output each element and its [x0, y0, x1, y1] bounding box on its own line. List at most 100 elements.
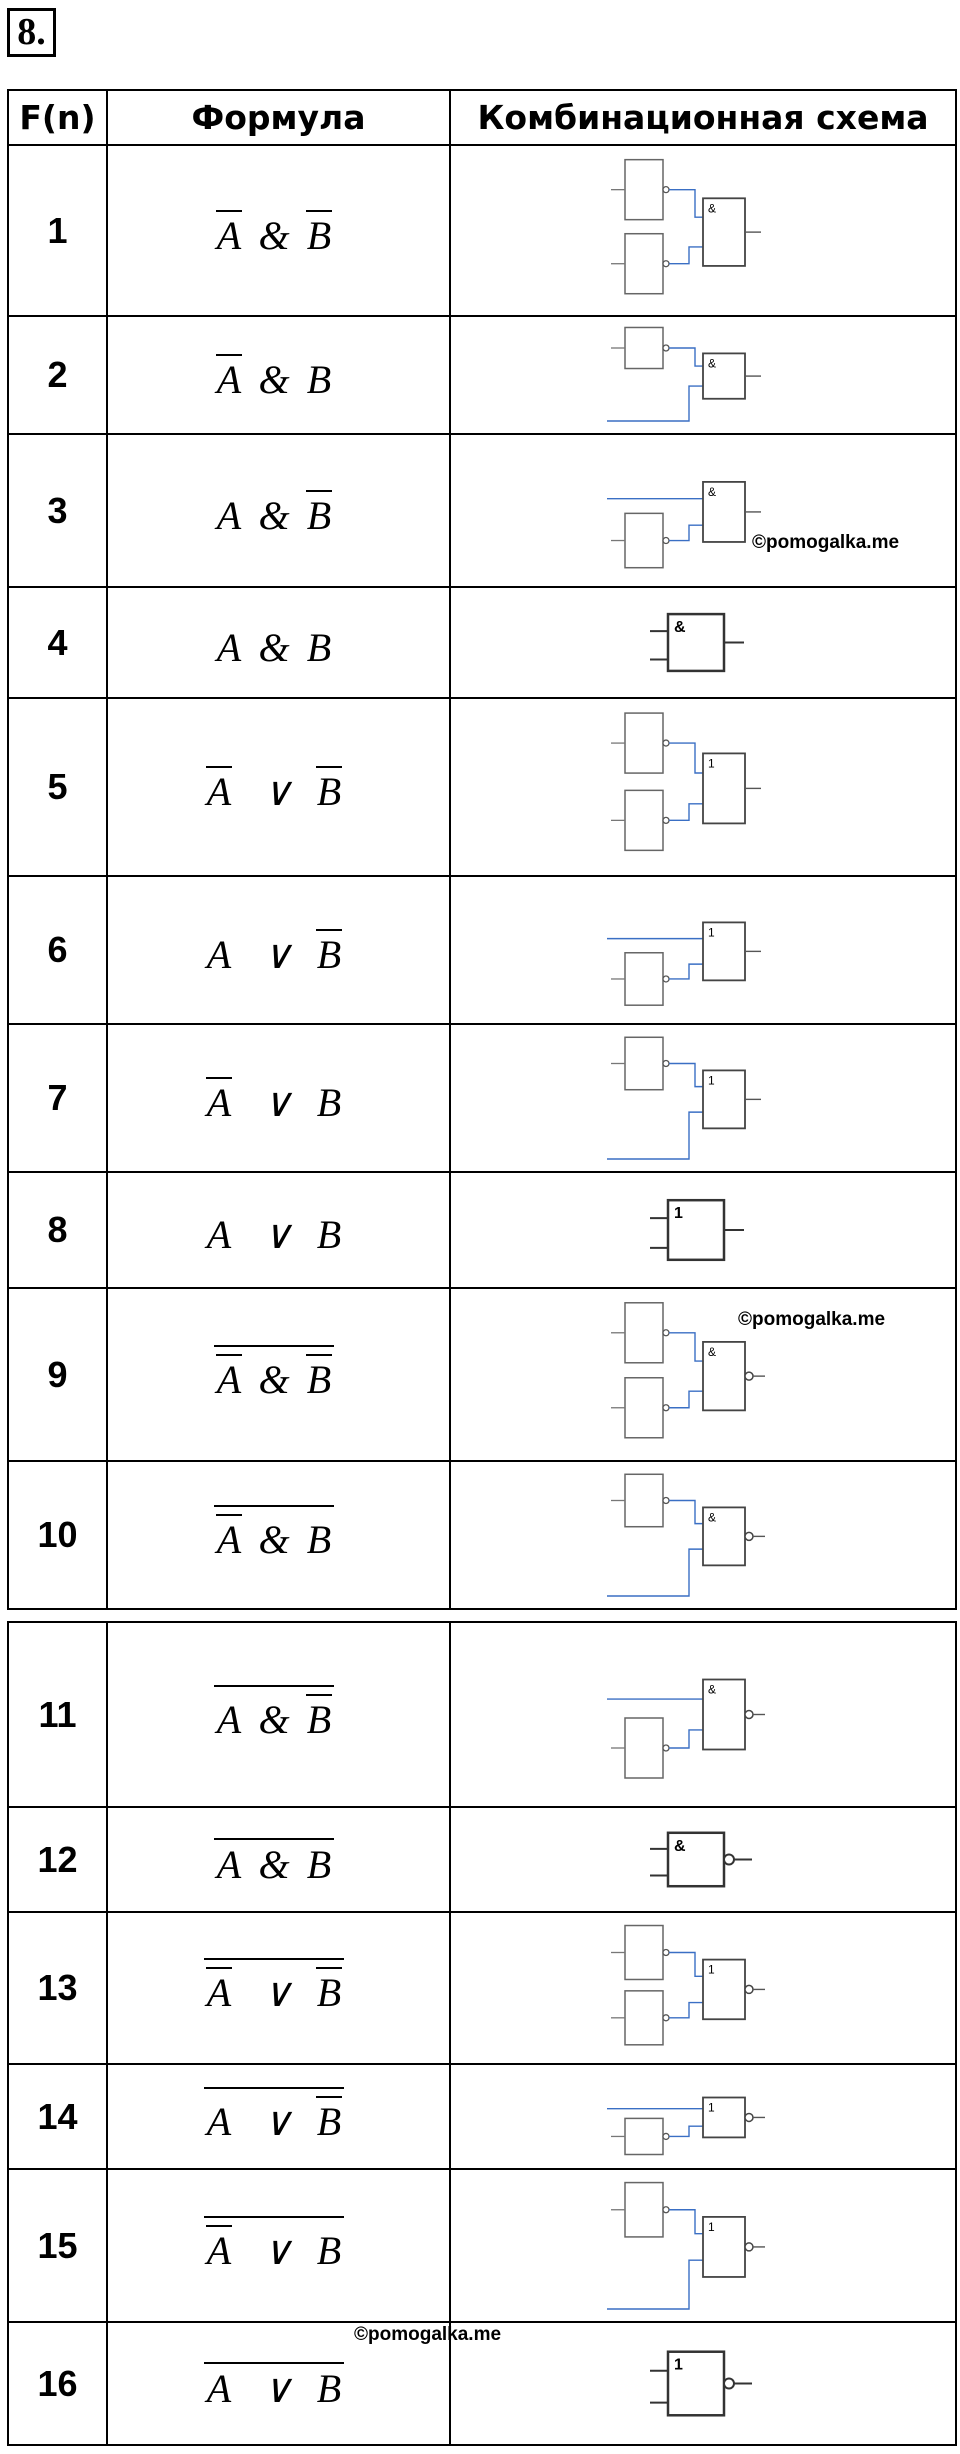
inversion-circle — [662, 344, 670, 352]
wire-b — [669, 803, 703, 822]
formula-12: A&B — [213, 1837, 334, 1887]
formula-5: A∨B — [203, 766, 342, 814]
formula-var-a: A — [203, 932, 231, 977]
formula-cell: A&B — [106, 586, 451, 699]
inverter-gate — [624, 1990, 664, 2046]
logic-gate — [666, 1198, 726, 1262]
gate-label: 1 — [708, 756, 715, 770]
formula-operator: ∨ — [262, 1080, 292, 1125]
formula-var-b: B — [306, 213, 330, 258]
inversion-circle — [662, 1496, 670, 1505]
scheme-cell: & — [449, 144, 957, 317]
row-number: 14 — [7, 2063, 108, 2170]
inverter-gate — [624, 712, 664, 774]
inversion-circle — [662, 186, 670, 194]
gate-label: & — [708, 201, 716, 215]
formula-10: A&B — [213, 1505, 334, 1562]
formula-cell: A∨B — [106, 1911, 451, 2065]
inverter-gate — [624, 952, 664, 1006]
inversion-circle — [662, 1404, 670, 1412]
formula-cell: A&B — [106, 315, 451, 435]
formula-var-a: A — [203, 2366, 231, 2411]
formula-var-a: A — [203, 2228, 231, 2273]
table-row: 5 A∨B 1 — [7, 697, 957, 877]
inverter-gate — [624, 1377, 664, 1439]
row-number: 10 — [7, 1460, 108, 1610]
gate-label: 1 — [708, 2220, 715, 2234]
formula-var-b: B — [316, 2228, 340, 2273]
formula-cell: A∨B — [106, 2063, 451, 2170]
scheme-cell: 1 — [449, 2321, 957, 2446]
scheme-cell: 1 — [449, 2168, 957, 2323]
wire-a — [669, 1332, 703, 1362]
wire-b — [669, 524, 703, 542]
logic-gate — [702, 921, 746, 982]
formula-6: A∨B — [203, 929, 342, 977]
scheme-cell: 1 — [449, 1911, 957, 2065]
formula-var-a: A — [203, 2099, 231, 2144]
formula-var-b: B — [316, 1212, 340, 1257]
inversion-circle — [744, 1984, 754, 1995]
row-number: 13 — [7, 1911, 108, 2065]
circuit-7: 1 — [607, 1036, 761, 1160]
inverter-gate — [624, 1473, 664, 1528]
wire-b — [607, 385, 703, 422]
formula-cell: A∨B — [106, 875, 451, 1025]
formula-cell: A&B — [106, 433, 451, 588]
circuit-4: & — [650, 612, 744, 673]
inversion-circle — [744, 2242, 754, 2252]
inversion-circle — [662, 975, 670, 983]
formula-cell: A ∨ B — [106, 2168, 451, 2323]
formula-var-a: A — [213, 1517, 241, 1562]
inverter-gate — [624, 2181, 664, 2238]
row-number: 3 — [7, 433, 108, 588]
formula-9: A&B — [213, 1344, 334, 1402]
scheme-cell: & — [449, 315, 957, 435]
inversion-circle — [662, 536, 670, 545]
circuit-1: & — [611, 158, 761, 295]
formula-var-b: B — [306, 493, 330, 538]
inverter-gate — [624, 326, 664, 370]
gate-label: & — [674, 1838, 686, 1855]
inverter-gate — [624, 1717, 664, 1779]
row-number: 9 — [7, 1287, 108, 1462]
formula-operator: ∨ — [262, 2228, 292, 2273]
logic-gate — [666, 612, 726, 673]
formula-operator: & — [258, 625, 289, 670]
gate-label: & — [708, 485, 716, 499]
formula-cell: A&B — [106, 1287, 451, 1462]
scheme-cell: & — [449, 433, 957, 588]
inversion-circle — [662, 739, 670, 747]
logic-gate — [702, 2096, 746, 2139]
inversion-circle — [662, 1329, 670, 1337]
logic-gate — [702, 352, 746, 400]
watermark-2: ©pomogalka.me — [738, 1309, 886, 1330]
gate-label: 1 — [708, 1073, 715, 1087]
formula-cell: A∨B — [106, 697, 451, 877]
wire-b — [669, 246, 703, 265]
formula-cell: A&B — [106, 1806, 451, 1913]
row-number: 5 — [7, 697, 108, 877]
header-formula: Формула — [106, 89, 451, 146]
formula-var-b: B — [316, 2099, 340, 2144]
header-scheme: Комбинационная схема — [449, 89, 957, 146]
formula-var-b: B — [316, 2366, 340, 2411]
gate-label: & — [708, 356, 716, 370]
inverter-gate — [624, 158, 664, 221]
logic-gate — [702, 1506, 746, 1567]
circuit-8: 1 — [650, 1198, 744, 1262]
gate-label: & — [674, 619, 686, 636]
gate-label: 1 — [674, 1205, 683, 1222]
formula-var-a: A — [203, 1080, 231, 1125]
gate-label: 1 — [674, 2357, 683, 2374]
